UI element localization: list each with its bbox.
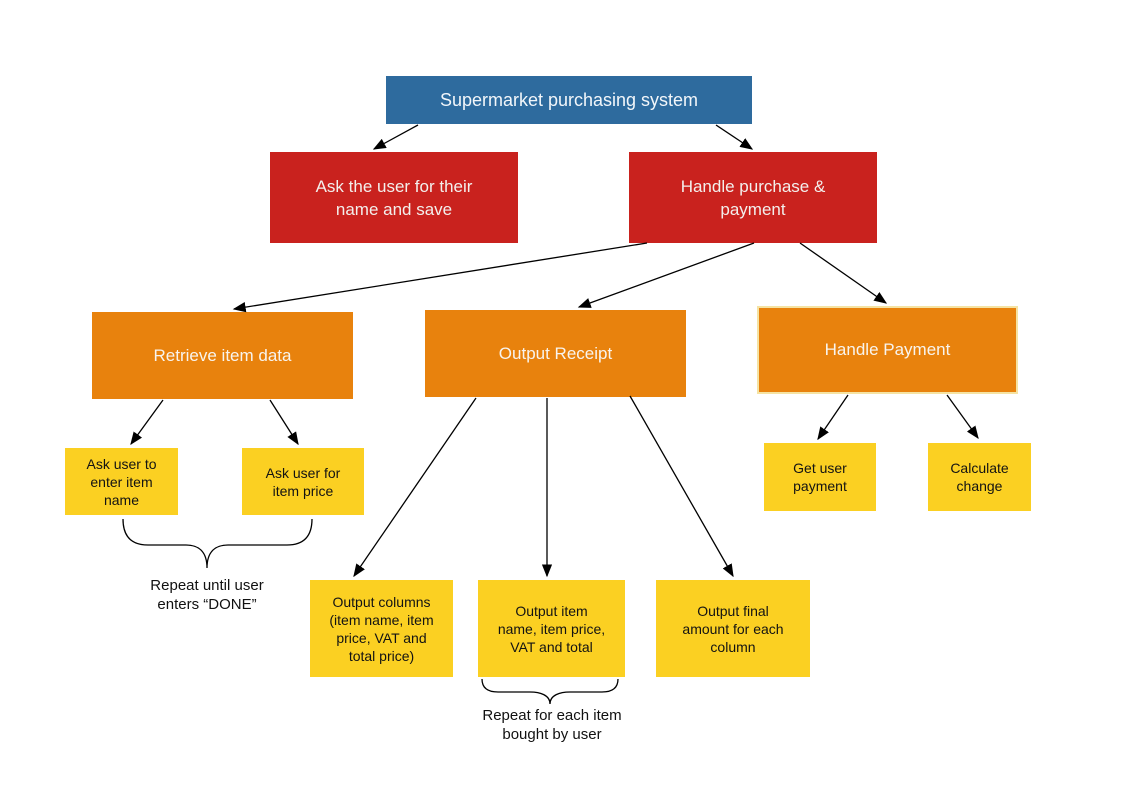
node-label: Retrieve item data (153, 345, 292, 365)
node-label: Ask user to enter item name (86, 455, 157, 508)
node-label: Handle purchase & payment (680, 176, 826, 219)
node-get-user-payment: Get user payment (764, 443, 876, 511)
edge-receipt-to-output-final-amount (629, 395, 734, 578)
node-ask-user-name: Ask the user for their name and save (270, 152, 518, 243)
node-ask-item-price: Ask user for item price (242, 448, 364, 515)
node-supermarket-purchasing-system: Supermarket purchasing system (386, 76, 752, 124)
edge-root-to-handle-purchase (715, 124, 754, 150)
edge-handle-purchase-to-retrieve-item-data (232, 242, 648, 313)
node-label: Calculate change (950, 460, 1009, 494)
node-label: Supermarket purchasing system (439, 89, 699, 110)
node-ask-item-name: Ask user to enter item name (65, 448, 178, 515)
node-label: Output final amount for each column (682, 602, 784, 655)
node-label: Ask the user for their name and save (315, 176, 473, 219)
edge-receipt-to-output-columns (353, 397, 477, 578)
node-label: Ask user for item price (265, 464, 341, 499)
node-output-final-amount: Output final amount for each column (656, 580, 810, 677)
node-output-item-details: Output item name, item price, VAT and to… (478, 580, 625, 677)
node-handle-purchase-payment: Handle purchase & payment (629, 152, 877, 243)
edge-root-to-ask-name (372, 124, 419, 150)
node-retrieve-item-data: Retrieve item data (92, 312, 353, 399)
node-label: Output columns (item name, item price, V… (329, 593, 434, 664)
node-label: Output Receipt (498, 343, 613, 363)
node-output-columns: Output columns (item name, item price, V… (310, 580, 453, 677)
edge-retrieve-to-ask-item-price (269, 399, 299, 446)
edge-payment-to-calculate-change (946, 394, 979, 440)
edge-payment-to-get-user-payment (817, 394, 849, 441)
node-label: Handle Payment (824, 340, 951, 359)
annotation-repeat-for-each-item: Repeat for each item bought by user (482, 707, 622, 743)
edge-handle-purchase-to-output-receipt (577, 242, 755, 308)
annotation-repeat-until-done: Repeat until user enters “DONE” (150, 577, 264, 613)
node-label: Output item name, item price, VAT and to… (497, 602, 606, 655)
node-calculate-change: Calculate change (928, 443, 1031, 511)
node-output-receipt: Output Receipt (425, 310, 686, 397)
repeat-brace-item-entry (122, 518, 313, 569)
node-handle-payment: Handle Payment (757, 306, 1018, 394)
repeat-brace-receipt-items (481, 678, 619, 705)
edge-retrieve-to-ask-item-name (130, 399, 164, 446)
edge-handle-purchase-to-handle-payment (799, 242, 888, 304)
node-label: Get user payment (793, 460, 847, 494)
